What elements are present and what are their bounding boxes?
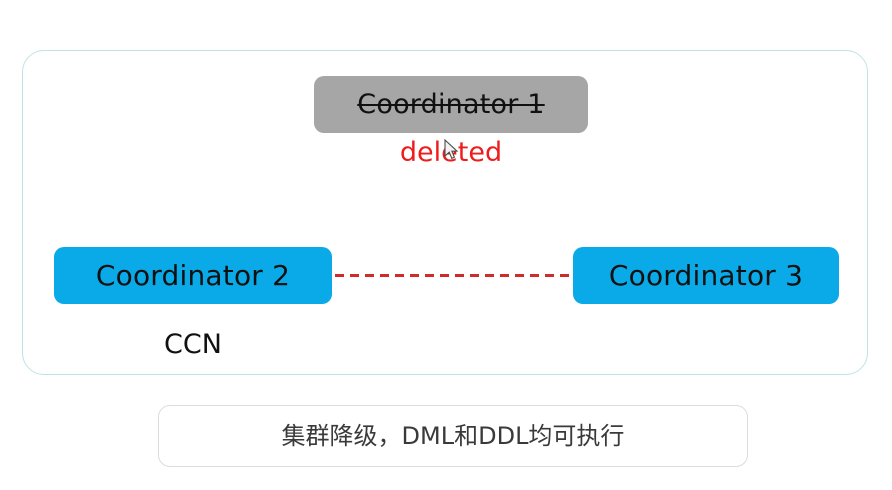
caption-box: 集群降级，DML和DDL均可执行 bbox=[158, 405, 748, 467]
node-coordinator-3[interactable]: Coordinator 3 bbox=[573, 247, 839, 304]
dashed-link-coordinator-2-to-3 bbox=[335, 274, 575, 277]
cluster-panel: Coordinator 1 deleted Coordinator 2 Coor… bbox=[22, 50, 868, 375]
node-coordinator-1[interactable]: Coordinator 1 bbox=[314, 76, 588, 133]
caption-text: 集群降级，DML和DDL均可执行 bbox=[281, 422, 625, 450]
deleted-status-label: deleted bbox=[399, 137, 503, 168]
ccn-group-label: CCN bbox=[164, 329, 222, 360]
node-coordinator-2[interactable]: Coordinator 2 bbox=[54, 247, 332, 304]
